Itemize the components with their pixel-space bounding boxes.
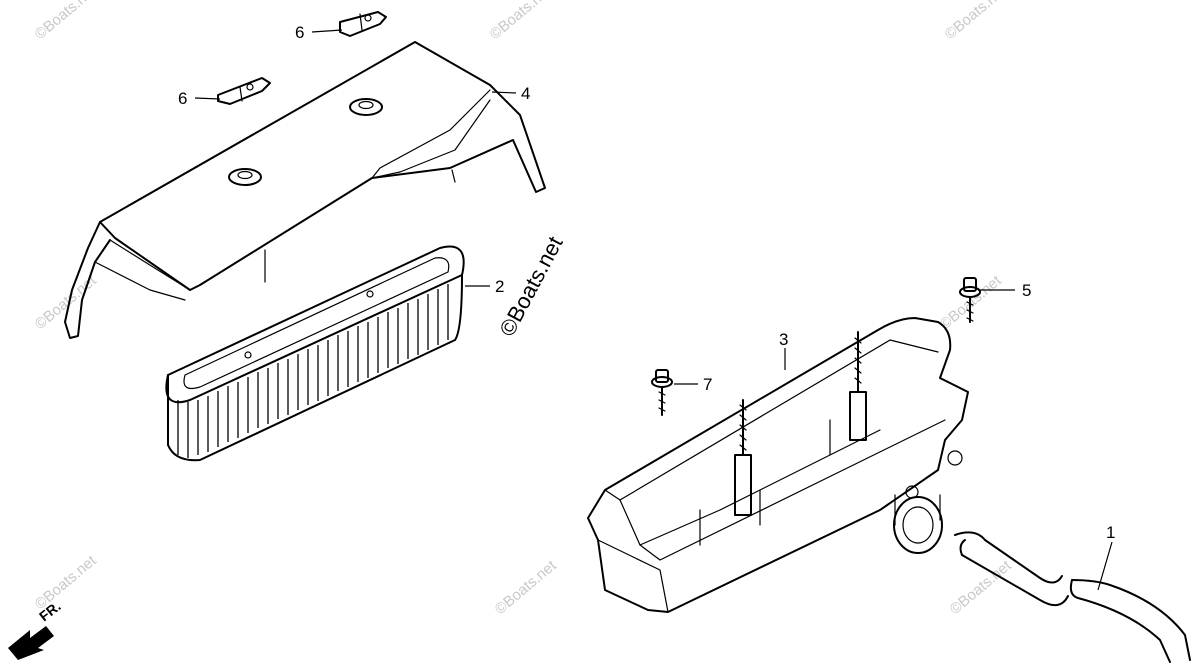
front-direction-indicator: FR. (8, 598, 64, 660)
watermark: ©Boats.net (942, 0, 1011, 43)
callout-label: 6 (178, 89, 187, 108)
watermark: ©Boats.net (32, 552, 101, 613)
arrow-left-icon (8, 626, 54, 660)
callout-label: 1 (1106, 523, 1115, 542)
air-filter-element (165, 245, 465, 462)
callout-label: 4 (521, 84, 530, 103)
air-cleaner-cover (64, 41, 546, 339)
callout-label: 7 (703, 375, 712, 394)
callout-label: 6 (295, 23, 304, 42)
clip-upper (339, 11, 387, 37)
bolt-7 (651, 369, 673, 416)
watermark: ©Boats.net (32, 0, 101, 43)
filter-pleats (177, 284, 449, 458)
callouts: 6 6 4 2 3 5 7 1 (178, 23, 1115, 542)
clip-lower (217, 77, 271, 105)
watermark: ©Boats.net (492, 557, 561, 618)
leader-lines (194, 29, 1113, 591)
bolt-5 (959, 277, 981, 323)
air-cleaner-case (587, 317, 969, 613)
callout-label: 5 (1022, 281, 1031, 300)
callout-label: 2 (495, 277, 504, 296)
callout-label: 3 (779, 330, 788, 349)
watermark: ©Boats.net (487, 0, 556, 43)
tube (954, 531, 1191, 663)
watermark-main: ©Boats.net (494, 232, 567, 340)
